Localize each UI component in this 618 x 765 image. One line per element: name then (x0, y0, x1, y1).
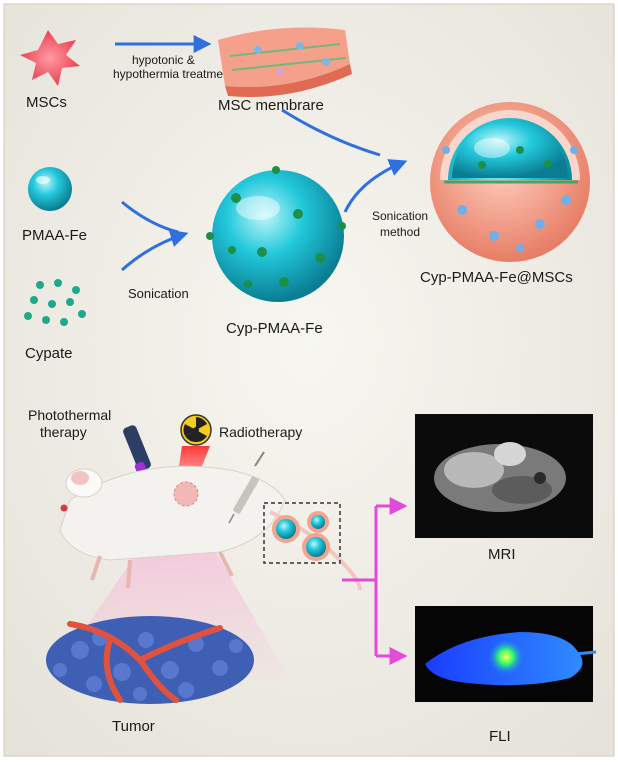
treatment-line1: hypotonic & (132, 53, 195, 67)
mri-image (415, 414, 593, 538)
sonication-method-line2: method (380, 225, 420, 239)
tumor-site-marker (173, 481, 199, 507)
fli-label: FLI (489, 728, 511, 745)
tumor-label: Tumor (112, 718, 155, 735)
imaging-arrows (342, 497, 408, 665)
final-product-label: Cyp-PMAA-Fe@MSCs (420, 269, 573, 286)
nanoparticle-inset (263, 502, 341, 564)
coated-nanoparticle-icon (430, 102, 590, 262)
arrow-membrane (281, 108, 381, 157)
treatment-line2: hypothermia treatment (113, 67, 234, 81)
arrow-core (343, 159, 408, 213)
cyp-pmaa-fe-sphere (206, 166, 346, 302)
syringe-icon (228, 451, 265, 524)
fli-image (415, 606, 597, 702)
sonication-label: Sonication (128, 286, 189, 301)
radiotherapy-label: Radiotherapy (219, 424, 302, 440)
radiation-icon (180, 414, 212, 446)
membrane-sheet-icon (218, 27, 352, 98)
photothermal-line2: therapy (40, 424, 87, 440)
mouse-icon (59, 465, 362, 591)
arrow-cypate (121, 229, 189, 272)
cypate-label: Cypate (25, 345, 73, 362)
cypate-molecules-icon (24, 279, 86, 326)
membrane-label: MSC membrare (218, 97, 324, 114)
photothermal-line1: Photothermal (28, 407, 111, 423)
mri-label: MRI (488, 546, 516, 563)
cyp-pmaa-fe-label: Cyp-PMAA-Fe (226, 320, 323, 337)
tumor-tissue-icon (46, 616, 254, 704)
pmaa-fe-label: PMAA-Fe (22, 227, 87, 244)
msc-label: MSCs (26, 94, 67, 111)
sonication-method-line1: Sonication (372, 209, 428, 223)
star-cell-icon (20, 30, 80, 86)
pmaa-fe-sphere (28, 167, 72, 211)
